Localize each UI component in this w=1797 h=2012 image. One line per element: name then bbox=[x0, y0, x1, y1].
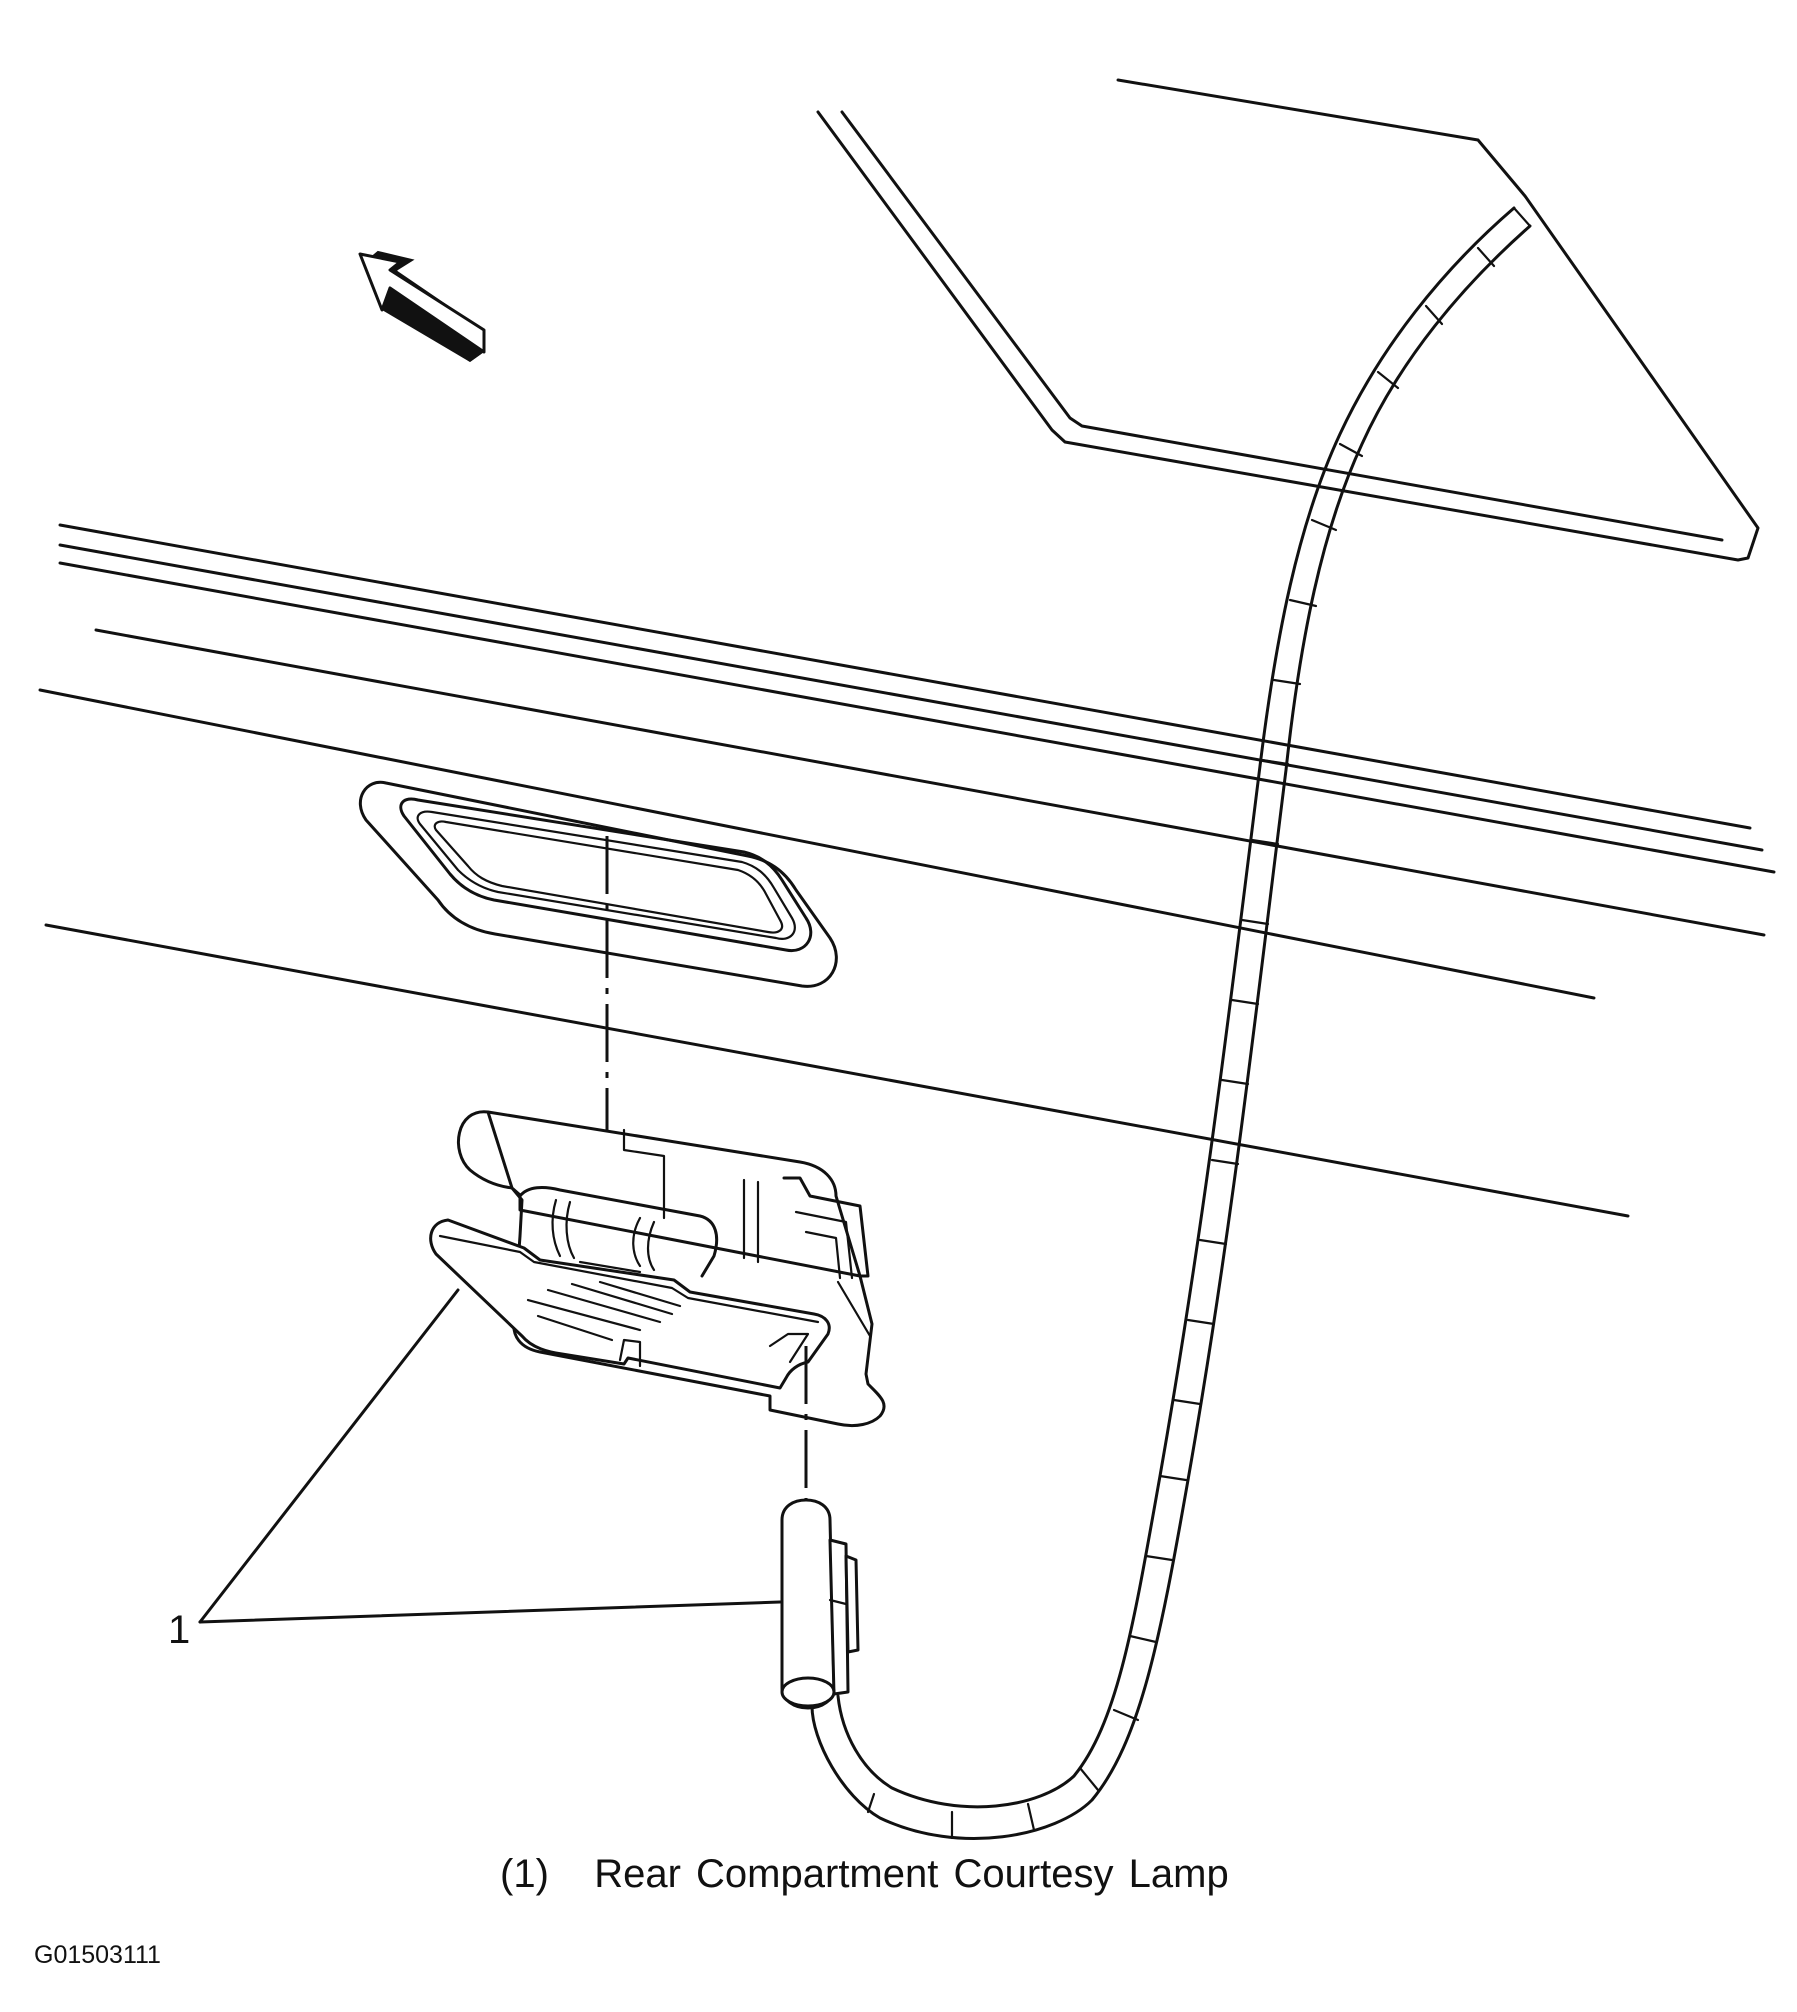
callout-number: 1 bbox=[168, 1608, 191, 1652]
front-direction-arrow-icon bbox=[358, 250, 486, 362]
courtesy-lamp-lens bbox=[429, 1218, 831, 1390]
harness-connector bbox=[780, 1498, 860, 1710]
rear-window-panel bbox=[816, 78, 1760, 562]
lamp-opening bbox=[359, 780, 838, 988]
figure-id: G01503111 bbox=[34, 1941, 161, 1969]
callout-leaders bbox=[198, 1288, 782, 1624]
caption-text: Rear Compartment Courtesy Lamp bbox=[594, 1852, 1229, 1896]
figure-caption: (1) Rear Compartment Courtesy Lamp bbox=[500, 1852, 1229, 1896]
caption-number: (1) bbox=[500, 1852, 549, 1896]
body-panel-lines bbox=[38, 523, 1776, 1218]
wiring-harness bbox=[810, 206, 1532, 1840]
